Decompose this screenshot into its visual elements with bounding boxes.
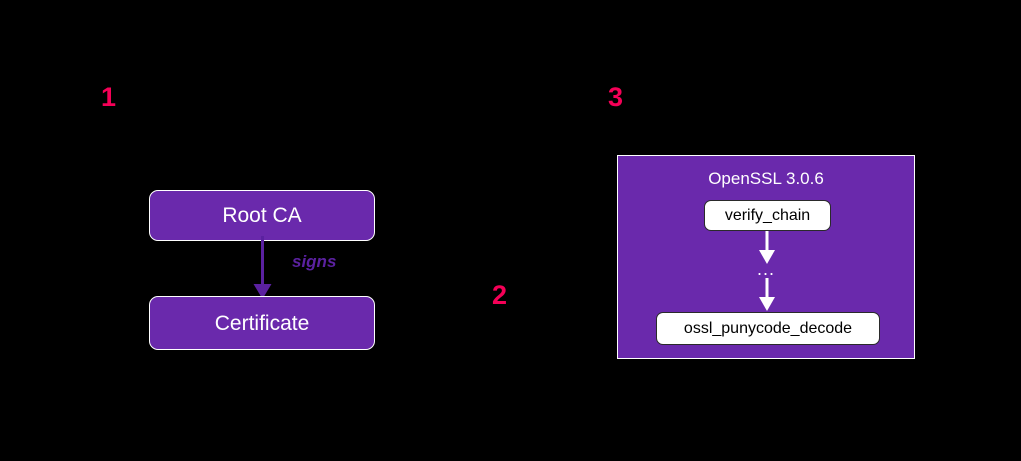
- signs-arrow-down-icon: [253, 236, 272, 299]
- step-number-3: 3: [608, 82, 624, 112]
- node-verify-chain-label: verify_chain: [724, 206, 811, 224]
- openssl-title: OpenSSL 3.0.6: [708, 169, 824, 188]
- node-certificate-label: Certificate: [214, 311, 310, 335]
- call-arrow-down-icon-bottom: [759, 278, 775, 311]
- node-ossl-punycode-decode-label: ossl_punycode_decode: [683, 319, 853, 337]
- call-arrow-down-icon-top: [759, 231, 775, 264]
- node-root-ca: Root CA: [149, 190, 375, 241]
- call-chain-ellipsis: ...: [756, 259, 775, 279]
- node-certificate: Certificate: [149, 296, 375, 350]
- step-number-2: 2: [492, 280, 508, 310]
- node-verify-chain: verify_chain: [704, 200, 831, 231]
- step-number-1: 1: [101, 82, 117, 112]
- openssl-container: OpenSSL 3.0.6 verify_chain ... ossl_puny…: [617, 155, 915, 359]
- node-ossl-punycode-decode: ossl_punycode_decode: [656, 312, 880, 345]
- node-root-ca-label: Root CA: [222, 204, 302, 227]
- signs-edge-label: signs: [292, 252, 337, 271]
